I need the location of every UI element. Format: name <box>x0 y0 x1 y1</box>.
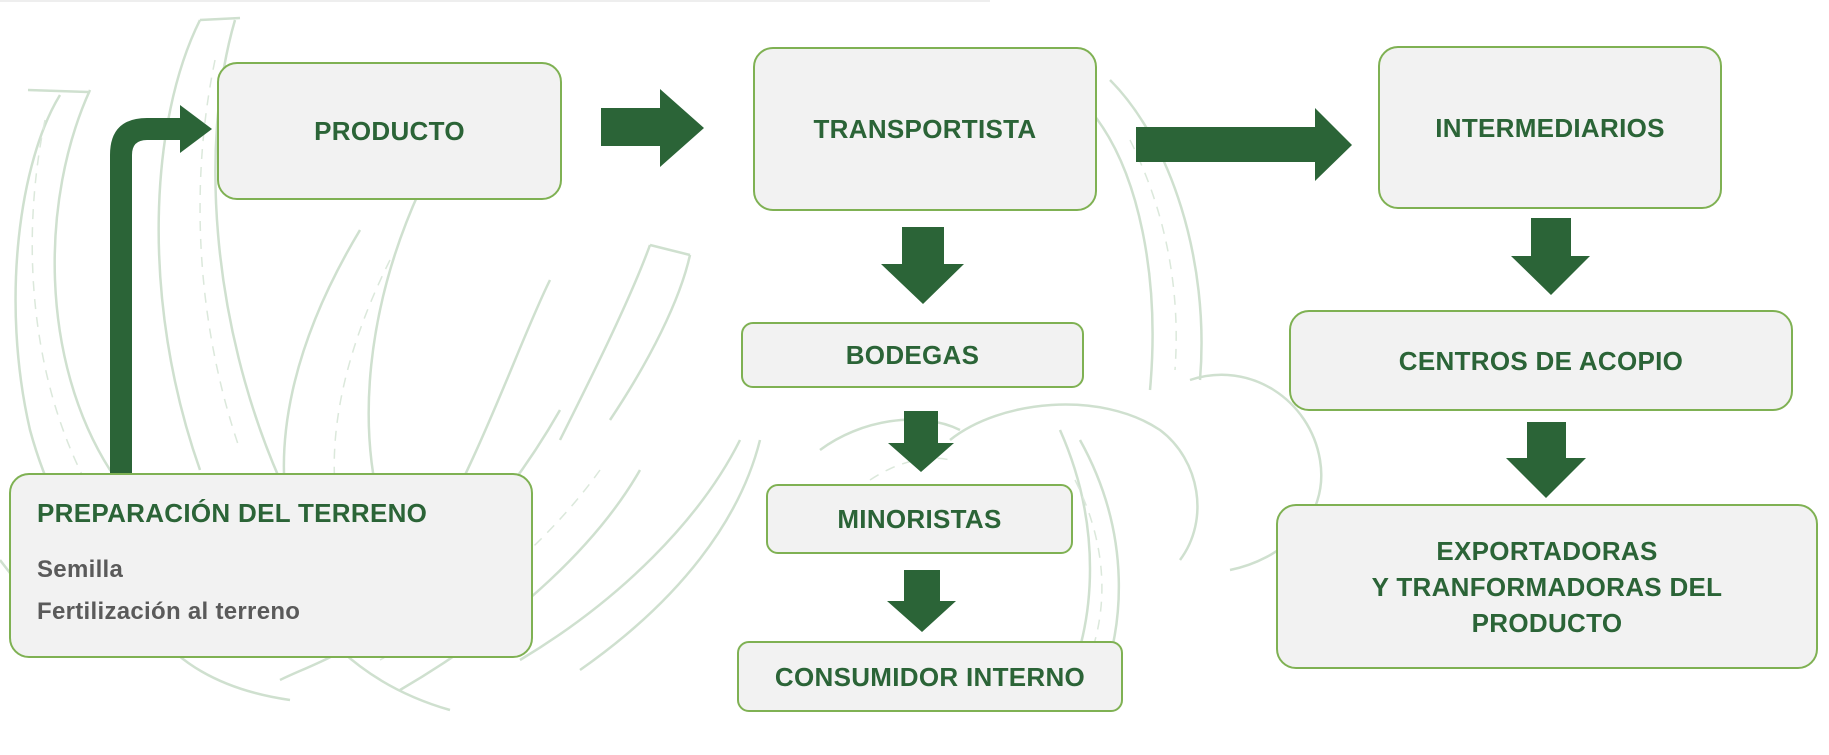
elbow-arrow-head <box>180 105 212 153</box>
preparacion-title: PREPARACIÓN DEL TERRENO <box>37 498 428 528</box>
node-transportista: TRANSPORTISTA <box>753 47 1097 211</box>
node-consumidor-interno: CONSUMIDOR INTERNO <box>737 641 1123 712</box>
elbow-arrow-shaft <box>110 118 180 478</box>
node-intermediarios-label: INTERMEDIARIOS <box>1435 112 1665 143</box>
arrow-down-exportadoras <box>1506 422 1586 498</box>
arrow-down-minoristas <box>888 411 954 472</box>
node-exportadoras-line-3: PRODUCTO <box>1471 607 1623 638</box>
node-centros-acopio: CENTROS DE ACOPIO <box>1289 310 1793 411</box>
node-exportadoras-line-1: EXPORTADORAS <box>1436 535 1658 566</box>
arrow-right-2 <box>1136 108 1352 181</box>
arrow-right-1 <box>601 89 704 167</box>
node-minoristas-label: MINORISTAS <box>837 504 1002 534</box>
node-bodegas: BODEGAS <box>741 322 1084 388</box>
arrow-down-centros <box>1511 218 1590 295</box>
node-centros-label: CENTROS DE ACOPIO <box>1398 345 1684 376</box>
top-divider <box>0 0 990 2</box>
node-producto-label: PRODUCTO <box>314 116 465 146</box>
node-transportista-label: TRANSPORTISTA <box>813 114 1037 144</box>
node-minoristas: MINORISTAS <box>766 484 1073 554</box>
arrow-down-consumidor <box>887 570 956 632</box>
arrow-down-bodegas <box>881 227 964 304</box>
node-exportadoras: EXPORTADORAS Y TRANFORMADORAS DEL PRODUC… <box>1276 504 1818 669</box>
node-bodegas-label: BODEGAS <box>845 340 980 370</box>
node-consumidor-label: CONSUMIDOR INTERNO <box>774 661 1086 692</box>
node-preparacion-terreno: PREPARACIÓN DEL TERRENO Semilla Fertiliz… <box>9 473 533 658</box>
preparacion-item-fertilizacion: Fertilización al terreno <box>37 598 301 625</box>
preparacion-item-semilla: Semilla <box>37 556 124 583</box>
node-intermediarios: INTERMEDIARIOS <box>1378 46 1722 209</box>
node-producto: PRODUCTO <box>217 62 562 200</box>
node-exportadoras-line-2: Y TRANFORMADORAS DEL <box>1371 571 1723 602</box>
